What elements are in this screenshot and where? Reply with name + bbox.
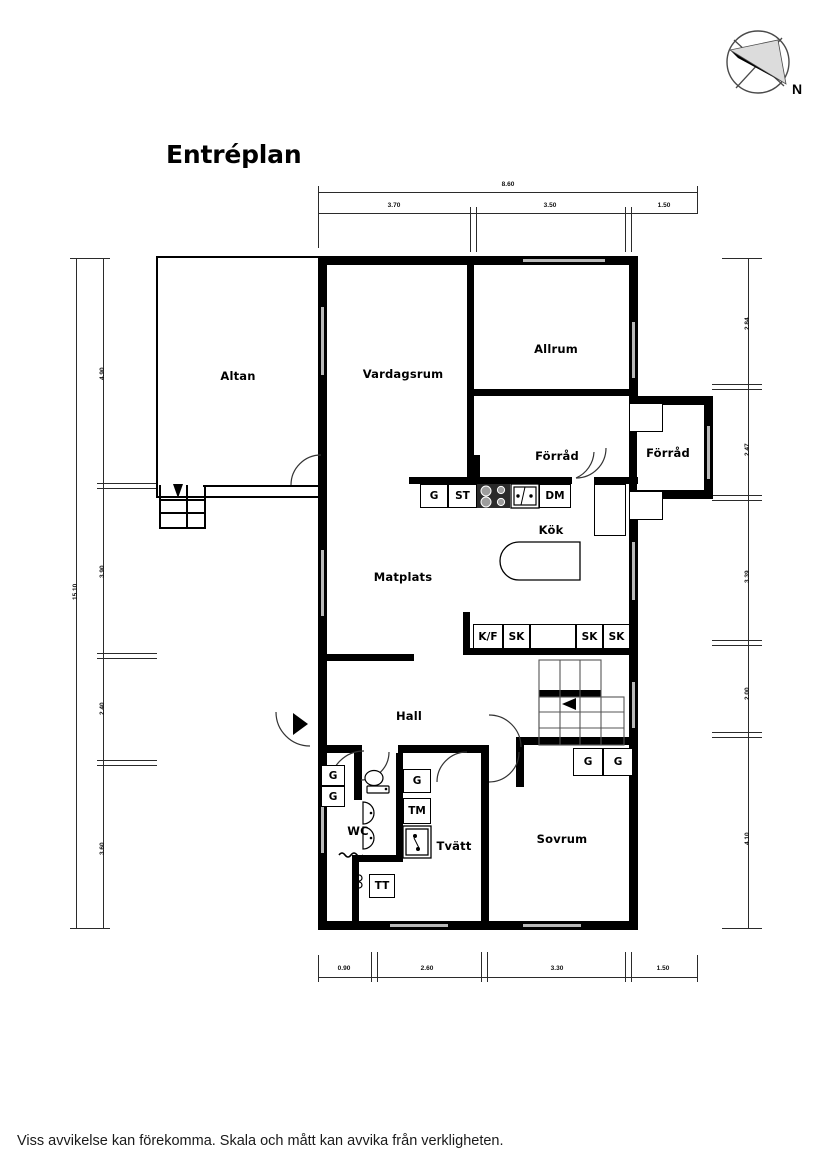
fixture-sovrum-g-1: G (573, 748, 603, 776)
entrance-arrow-icon (293, 713, 308, 735)
room-label-wc: WC (347, 824, 369, 838)
room-label-vardagsrum: Vardagsrum (362, 367, 444, 381)
window-kok-right (631, 540, 636, 602)
fixture-wc-g-2: G (321, 786, 345, 807)
compass-rose: N (716, 18, 816, 108)
dim-left-total: 15.10 (72, 583, 79, 600)
dim-top-seg-1: 3.70 (387, 202, 401, 209)
compass-icon (726, 30, 790, 94)
page-title: Entréplan (166, 140, 302, 169)
window-sovrum-bottom (521, 923, 583, 928)
fixture-tvatt-g: G (403, 769, 431, 793)
toilet-icon (364, 769, 390, 794)
disclaimer-note: Viss avvikelse kan förekomma. Skala och … (17, 1133, 504, 1149)
dim-bottom-seg-1: 0.90 (337, 965, 351, 972)
staircase (538, 659, 625, 746)
fixture-closet-sk-2: SK (576, 624, 603, 649)
kitchen-sink-icon (510, 483, 540, 509)
dim-left-seg-3: 2.40 (99, 702, 106, 715)
window-allrum-right (631, 320, 636, 380)
fixture-tvatt-tm: TM (403, 798, 431, 824)
dim-right-seg-4: 2.00 (744, 687, 751, 700)
forrad-1-closet-b (629, 491, 663, 520)
fixture-kitchen-st: ST (448, 484, 477, 508)
dim-top-seg-3: 1.50 (657, 202, 671, 209)
closet-band-open (530, 624, 576, 649)
dim-bottom-seg-2: 2.60 (420, 965, 434, 972)
room-label-forrad-2: Förråd (646, 446, 690, 460)
room-label-forrad-1: Förråd (535, 449, 579, 463)
dim-top-seg-2: 3.50 (543, 202, 557, 209)
fixture-closet-kf: K/F (473, 624, 503, 649)
dim-right-seg-2: 2.47 (744, 443, 751, 456)
window-vardagsrum-left (320, 305, 325, 377)
kok-tall-cabinet (594, 484, 626, 536)
dim-right-seg-3: 3.39 (744, 570, 751, 583)
dim-left-seg-2: 3.90 (99, 565, 106, 578)
room-label-allrum: Allrum (534, 342, 578, 356)
kitchen-island (499, 541, 581, 581)
dim-top-total: 8.60 (501, 181, 515, 188)
fixture-closet-sk-1: SK (503, 624, 530, 649)
room-label-hall: Hall (395, 709, 423, 723)
window-tvatt-bottom (388, 923, 450, 928)
stair-arrow-icon (562, 698, 576, 710)
room-label-sovrum: Sovrum (536, 832, 588, 846)
dim-left-seg-1: 4.90 (99, 367, 106, 380)
basin-icon-1 (362, 801, 375, 825)
room-label-altan: Altan (220, 369, 256, 383)
dim-left-seg-4: 3.60 (99, 842, 106, 855)
dim-bottom-seg-4: 1.50 (656, 965, 670, 972)
dim-right-seg-1: 2.84 (744, 317, 751, 330)
dim-right-seg-5: 4.10 (744, 832, 751, 845)
fixture-kitchen-g: G (420, 484, 448, 508)
window-matplats-left (320, 548, 325, 618)
fixture-sovrum-g-2: G (603, 748, 633, 776)
fixture-wc-g-1: G (321, 765, 345, 786)
window-sovrum-right (631, 680, 636, 730)
fixture-wc-tt: TT (369, 874, 395, 898)
fixture-kitchen-dm: DM (539, 484, 571, 508)
compass-north-label: N (792, 81, 803, 97)
room-label-tvatt: Tvätt (436, 839, 472, 853)
fixture-closet-sk-3: SK (603, 624, 630, 649)
laundry-sink-icon (402, 825, 432, 859)
room-label-kok: Kök (538, 523, 564, 537)
stove-icon (477, 484, 510, 508)
window-vardagsrum-top (521, 258, 607, 263)
room-label-matplats: Matplats (373, 570, 433, 584)
window-forrad-right (706, 424, 711, 481)
forrad-1-closet-a (629, 403, 663, 432)
dim-bottom-seg-3: 3.30 (550, 965, 564, 972)
